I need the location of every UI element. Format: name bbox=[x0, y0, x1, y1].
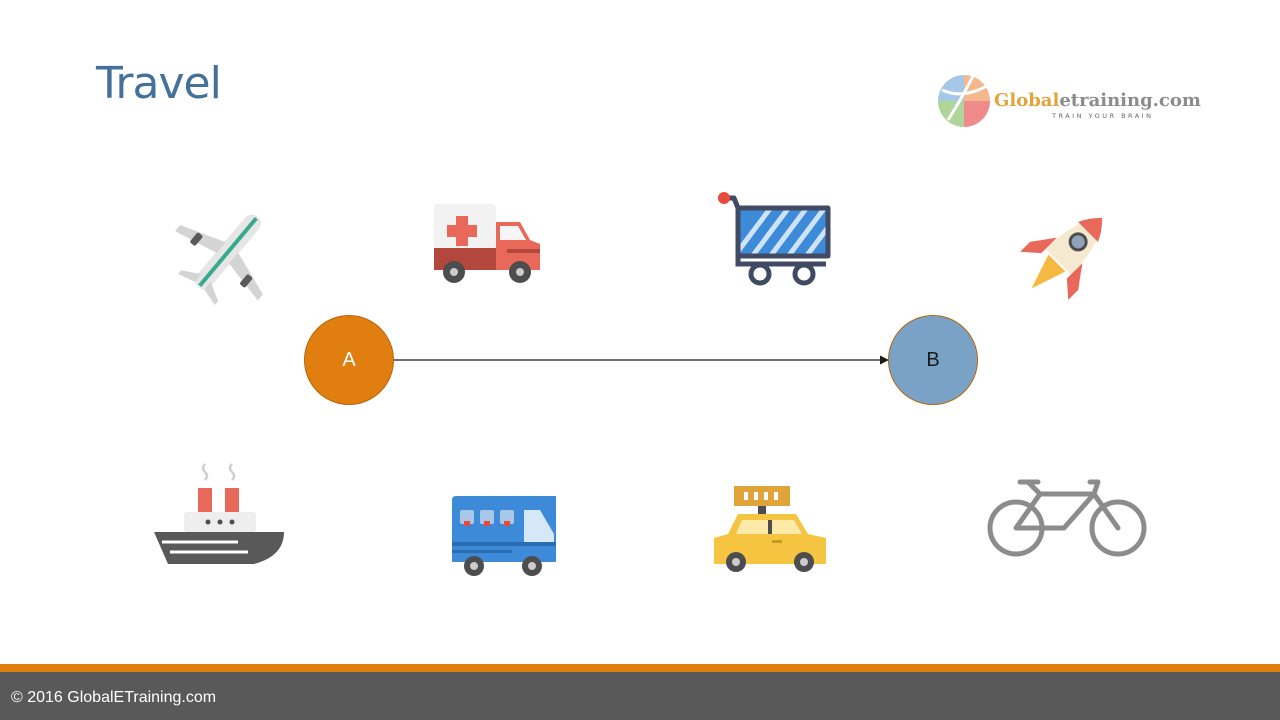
ambulance-icon bbox=[434, 204, 540, 283]
logo-tagline: TRAIN YOUR BRAIN bbox=[1052, 112, 1154, 120]
node-b: B bbox=[888, 315, 978, 405]
ship-icon bbox=[154, 463, 284, 564]
footer: © 2016 GlobalETraining.com bbox=[0, 672, 1280, 720]
rocket-icon bbox=[1020, 217, 1103, 300]
logo-globe-icon bbox=[938, 73, 991, 127]
footer-accent-bar bbox=[0, 664, 1280, 672]
bicycle-icon bbox=[987, 479, 1147, 557]
taxi-icon bbox=[714, 486, 826, 572]
slide-title: Travel bbox=[96, 58, 222, 109]
connector-arrow bbox=[394, 355, 889, 365]
footer-copyright: © 2016 GlobalETraining.com bbox=[11, 689, 217, 706]
bus-icon bbox=[452, 496, 556, 576]
shopping-cart-icon bbox=[718, 192, 831, 286]
node-b-label: B bbox=[926, 348, 940, 371]
node-a-label: A bbox=[342, 348, 356, 371]
airplane-icon bbox=[175, 214, 263, 305]
logo-wordmark: Globaletraining.com bbox=[994, 90, 1201, 111]
brand-logo: Globaletraining.com TRAIN YOUR BRAIN bbox=[934, 70, 1201, 132]
node-a: A bbox=[304, 315, 394, 405]
